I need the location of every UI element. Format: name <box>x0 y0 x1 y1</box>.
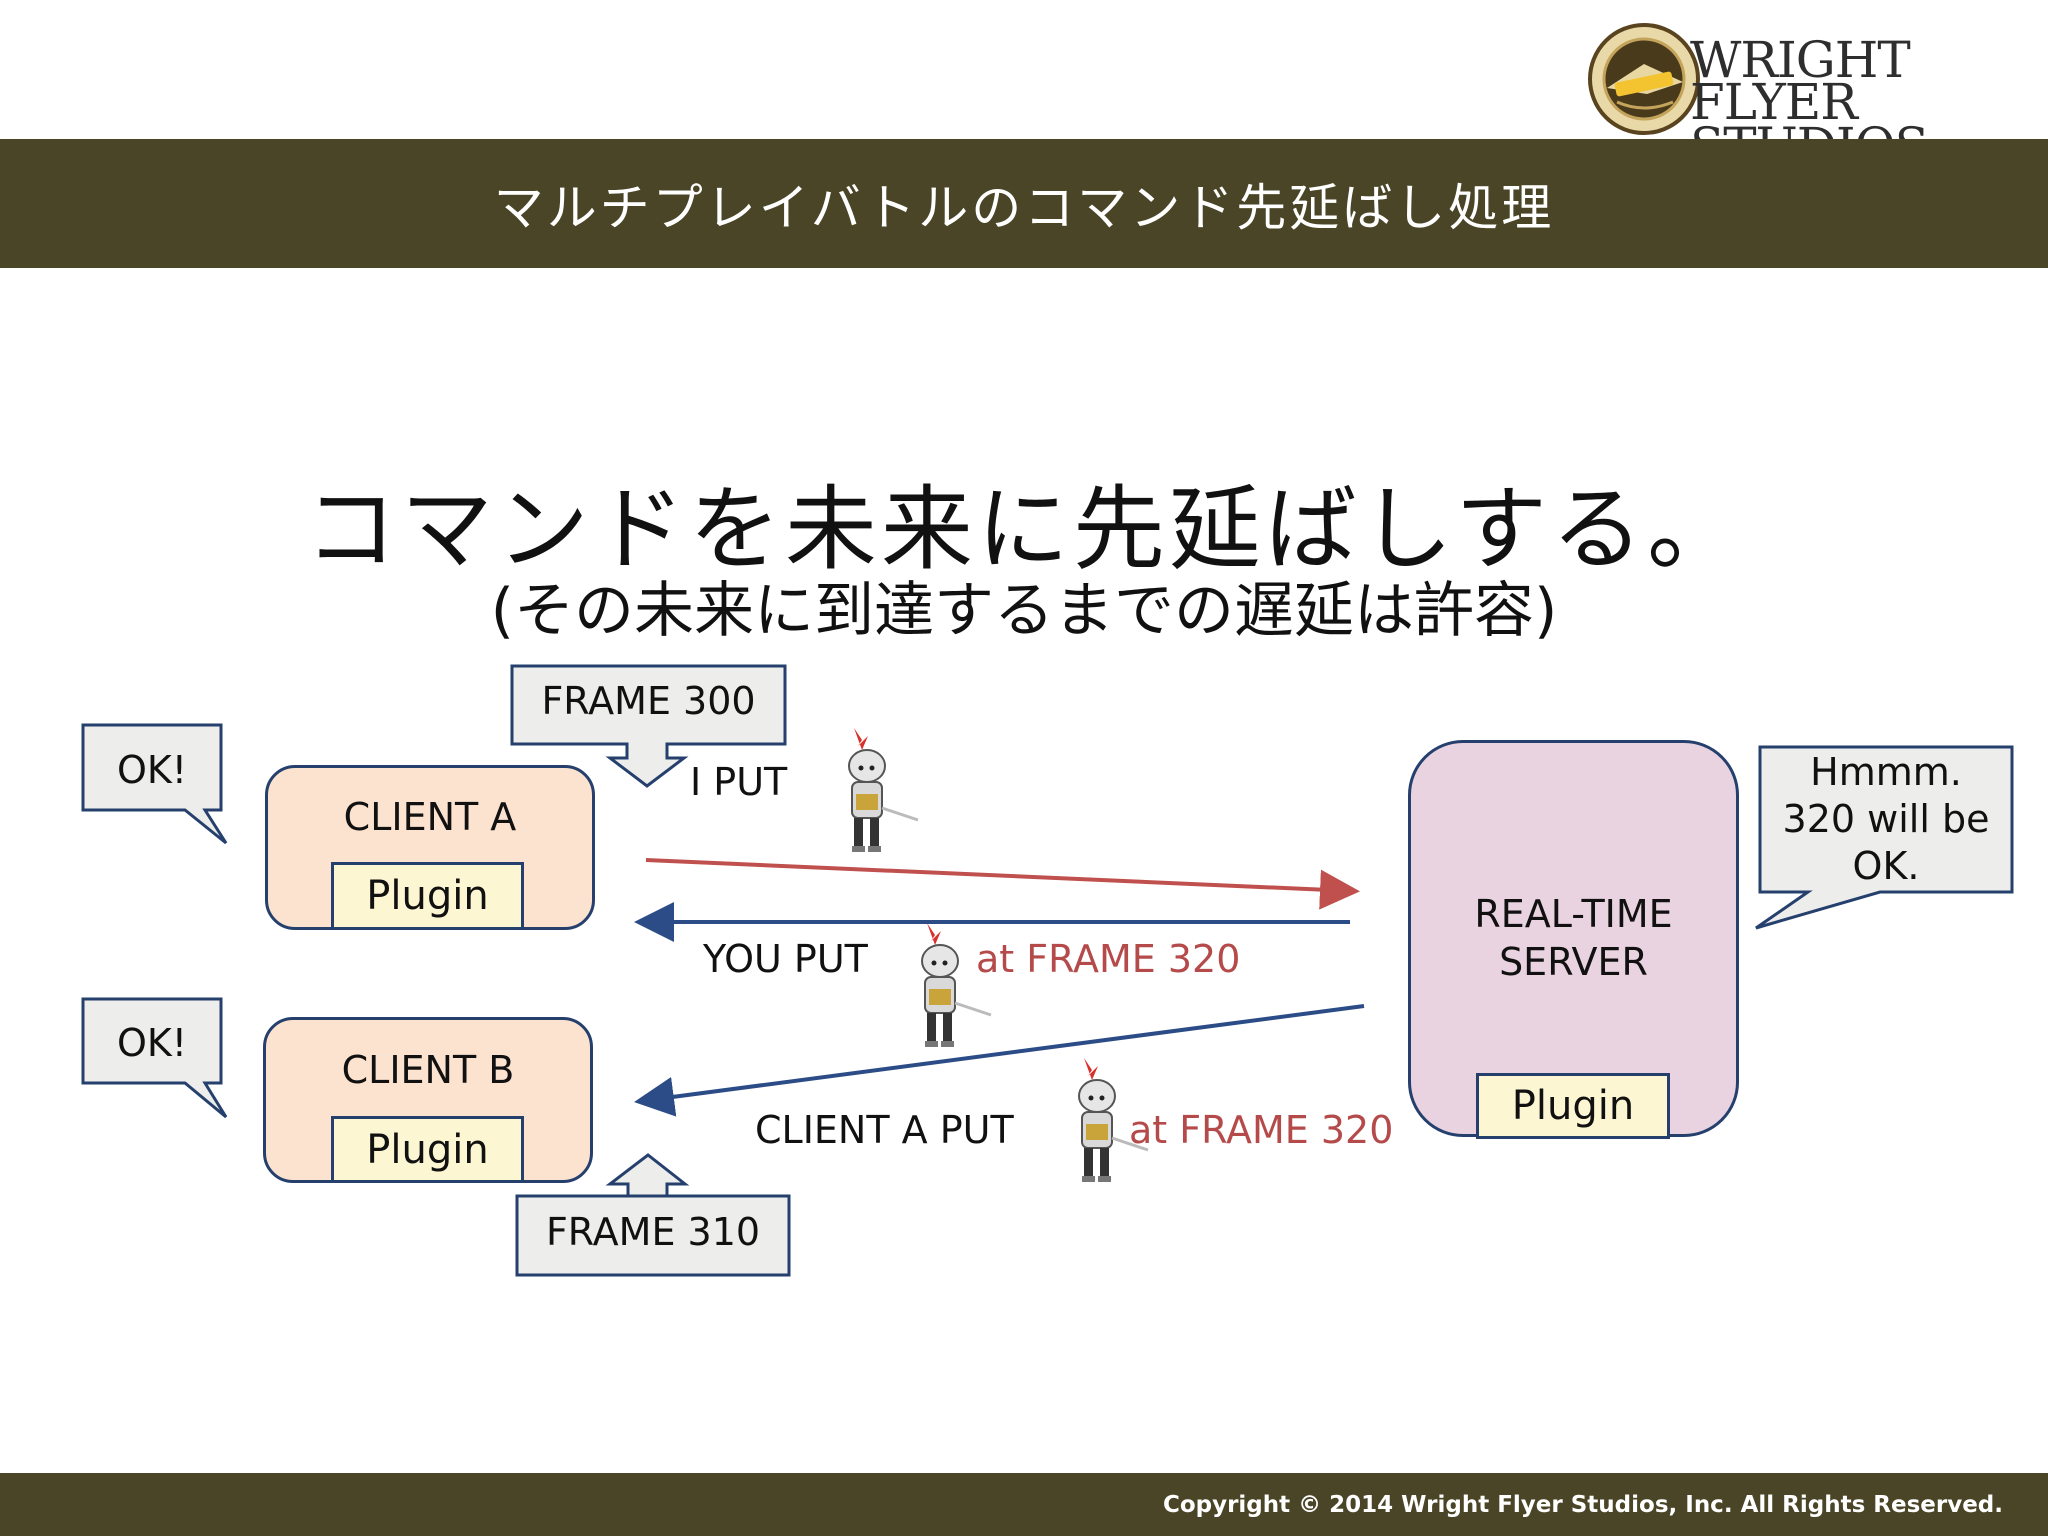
client-b-label: CLIENT B <box>341 1048 515 1092</box>
client-a-label: CLIENT A <box>343 795 517 839</box>
broadcast-arrow-b <box>634 1004 1365 1117</box>
server-speech-line-2: 320 will be <box>1782 797 1990 841</box>
knight-sprite-icon <box>1078 1058 1149 1182</box>
footer-bar <box>0 1473 2048 1536</box>
title-bar <box>0 139 2048 268</box>
main-heading: コマンドを未来に先延ばしする。 <box>304 476 1744 583</box>
server-label-line-1: REAL-TIME <box>1474 892 1673 936</box>
msg-client-a-put-frame: at FRAME 320 <box>1129 1108 1394 1152</box>
msg-you-put-frame: at FRAME 320 <box>976 937 1241 981</box>
frame-310-label: FRAME 310 <box>545 1210 761 1254</box>
frame-310-callout <box>515 1153 791 1277</box>
sub-heading: (その未来に到達するまでの遅延は許容) <box>490 576 1558 646</box>
server-speech-callout <box>1755 745 2014 930</box>
request-arrow <box>645 858 1360 910</box>
server-box <box>1408 740 1739 1137</box>
company-seal-icon <box>1588 23 1700 135</box>
server-speech-line-1: Hmmm. <box>1810 750 1962 794</box>
knight-sprite-icon <box>848 728 919 852</box>
client-a-plugin: Plugin <box>331 862 524 930</box>
server-speech-line-3: OK. <box>1852 844 1920 888</box>
msg-client-a-put: CLIENT A PUT <box>755 1108 1014 1152</box>
ok-callout-b <box>81 997 228 1119</box>
frame-300-callout <box>510 664 787 788</box>
ok-label-a: OK! <box>116 748 188 792</box>
slide-title: マルチプレイバトルのコマンド先延ばし処理 <box>493 178 1555 237</box>
server-speech-text: Hmmm. 320 will be OK. <box>1760 749 2012 890</box>
ok-label-b: OK! <box>116 1021 188 1065</box>
msg-i-put: I PUT <box>690 760 788 804</box>
server-label-line-2: SERVER <box>1499 940 1648 984</box>
ok-callout-a <box>81 723 228 845</box>
server-plugin: Plugin <box>1476 1073 1670 1139</box>
knight-sprite-icon <box>921 923 992 1047</box>
client-b-plugin: Plugin <box>331 1116 524 1183</box>
copyright-text: Copyright © 2014 Wright Flyer Studios, I… <box>1162 1491 2003 1518</box>
frame-300-label: FRAME 300 <box>541 679 756 723</box>
logo-line-1: WRIGHT <box>1690 31 1911 89</box>
msg-you-put: YOU PUT <box>703 937 868 981</box>
